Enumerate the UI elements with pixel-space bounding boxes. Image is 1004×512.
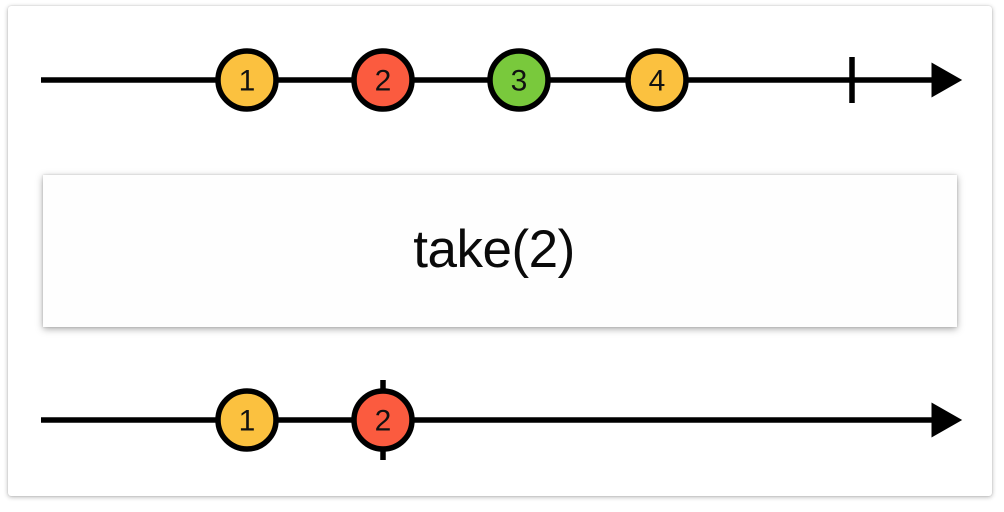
result-marble-2[interactable]: 2	[351, 388, 415, 452]
marble-circle	[625, 48, 689, 112]
operator-label: take(2)	[413, 219, 575, 279]
marble-circle	[215, 48, 279, 112]
source-marble-3[interactable]: 3	[487, 48, 551, 112]
marble-value: 3	[511, 65, 528, 98]
marble-value: 2	[375, 405, 392, 438]
result-observable-timeline: 1 2	[41, 380, 963, 460]
operator-box[interactable]: take(2)	[43, 175, 957, 327]
marble-circle	[215, 388, 279, 452]
marble-value: 1	[239, 65, 256, 98]
marble-value: 1	[239, 405, 256, 438]
marble-circle	[351, 388, 415, 452]
source-observable-timeline: 1 2 3 4	[41, 48, 963, 112]
marble-circle	[351, 48, 415, 112]
result-marble-1[interactable]: 1	[215, 388, 279, 452]
source-marble-2[interactable]: 2	[351, 48, 415, 112]
marble-circle	[487, 48, 551, 112]
source-marble-4[interactable]: 4	[625, 48, 689, 112]
marble-value: 4	[649, 65, 666, 98]
source-marble-1[interactable]: 1	[215, 48, 279, 112]
marble-value: 2	[375, 65, 392, 98]
